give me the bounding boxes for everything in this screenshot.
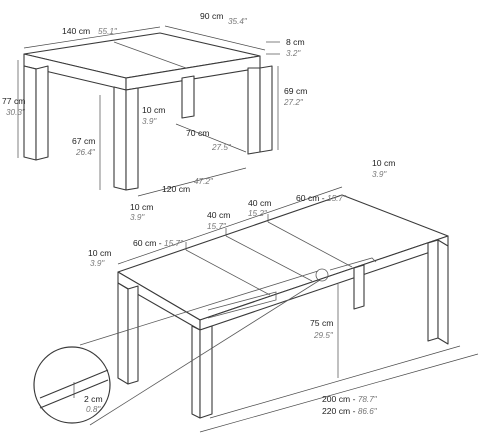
label-inner-length-cm: 120 cm: [162, 184, 190, 194]
label-inner-depth-cm: 70 cm: [186, 128, 209, 138]
label-inner-depth-in: 27.5": [211, 143, 232, 152]
label-leg-width-bottom-cm: 10 cm: [130, 202, 153, 212]
extended-rail-end: [329, 257, 377, 271]
closed-leg-front-left-side: [35, 65, 49, 161]
label-end-right-in: 3.9": [372, 170, 387, 179]
extended-leg-front-right: [191, 325, 201, 419]
extended-rail: [207, 291, 277, 319]
extended-seam-2: [225, 235, 313, 282]
dim-line-inner-length-extended: [209, 345, 461, 419]
closed-top-seam: [113, 41, 198, 73]
closed-table-drawing: [17, 25, 280, 197]
label-inner-length-extended: 200 cm - 78.7": [322, 394, 378, 404]
extended-leg-back-right: [427, 239, 439, 342]
closed-leg-front-right: [113, 86, 127, 191]
label-total-length: 220 cm - 86.6": [322, 406, 378, 416]
dim-line-depth: [164, 25, 266, 51]
label-detail-gap-cm: 2 cm: [84, 394, 103, 404]
closed-leg-front-right-side: [125, 87, 139, 191]
closed-leg-front-left: [23, 65, 37, 161]
label-length-cm: 140 cm: [62, 26, 90, 36]
extended-leg-front-left: [117, 282, 129, 385]
label-top-thickness-in: 3.2": [286, 49, 301, 58]
label-section-3-cm: 40 cm: [248, 198, 271, 208]
zoom-detail: [33, 268, 329, 426]
zoom-connector-bottom: [89, 279, 321, 426]
extended-seam-3: [267, 221, 353, 268]
label-end-right-cm: 10 cm: [372, 158, 395, 168]
extended-leg-back-right-side: [437, 239, 449, 345]
label-leg-side-cm: 10 cm: [142, 105, 165, 115]
label-section-2-in: 15.7": [207, 222, 227, 231]
label-section-1: 60 cm - 15.7": [133, 238, 184, 248]
extended-seam-1: [185, 249, 271, 296]
label-height-extended-in: 29.5": [313, 331, 334, 340]
label-section-4: 60 cm - 15.7": [296, 193, 347, 203]
label-leg-width-bottom-in: 3.9": [130, 213, 145, 222]
label-detail-gap-in: 0.8": [86, 405, 101, 414]
dim-line-inner-length: [137, 167, 247, 197]
dim-line-sections: [117, 186, 343, 265]
label-top-thickness-cm: 8 cm: [286, 37, 305, 47]
dim-line-length: [23, 26, 161, 49]
zoom-source-marker: [315, 268, 329, 282]
label-leg-gap-in: 26.4": [75, 148, 96, 157]
label-height-in: 30.3": [6, 108, 26, 117]
label-depth-in: 35.4": [228, 17, 248, 26]
label-height-cm: 77 cm: [2, 96, 25, 106]
closed-leg-back-middle: [181, 75, 195, 119]
extended-table-drawing: [117, 186, 479, 433]
label-length-in: 55.1": [98, 27, 118, 36]
label-leg-side-in: 3.9": [142, 117, 157, 126]
closed-leg-back-right: [247, 67, 261, 155]
label-leg-gap-cm: 67 cm: [72, 136, 95, 146]
label-section-3-in: 15.2": [248, 209, 268, 218]
label-end-left-cm: 10 cm: [88, 248, 111, 258]
extended-leg-back-middle: [353, 264, 365, 310]
zoom-connector-top: [79, 270, 319, 346]
closed-leg-back-right-side: [259, 65, 273, 153]
extended-leg-front-right-side: [199, 325, 213, 419]
label-under-height-in: 27.2": [283, 98, 304, 107]
label-inner-length-in: 47.2": [194, 177, 214, 186]
dim-line-inner-depth: [175, 123, 247, 153]
label-depth-cm: 90 cm: [200, 11, 223, 21]
label-end-left-in: 3.9": [90, 259, 105, 268]
extended-leg-front-left-side: [127, 285, 139, 385]
dim-line-total-length: [199, 353, 479, 433]
label-under-height-cm: 69 cm: [284, 86, 307, 96]
label-section-2-cm: 40 cm: [207, 210, 230, 220]
label-height-extended-cm: 75 cm: [310, 318, 333, 328]
